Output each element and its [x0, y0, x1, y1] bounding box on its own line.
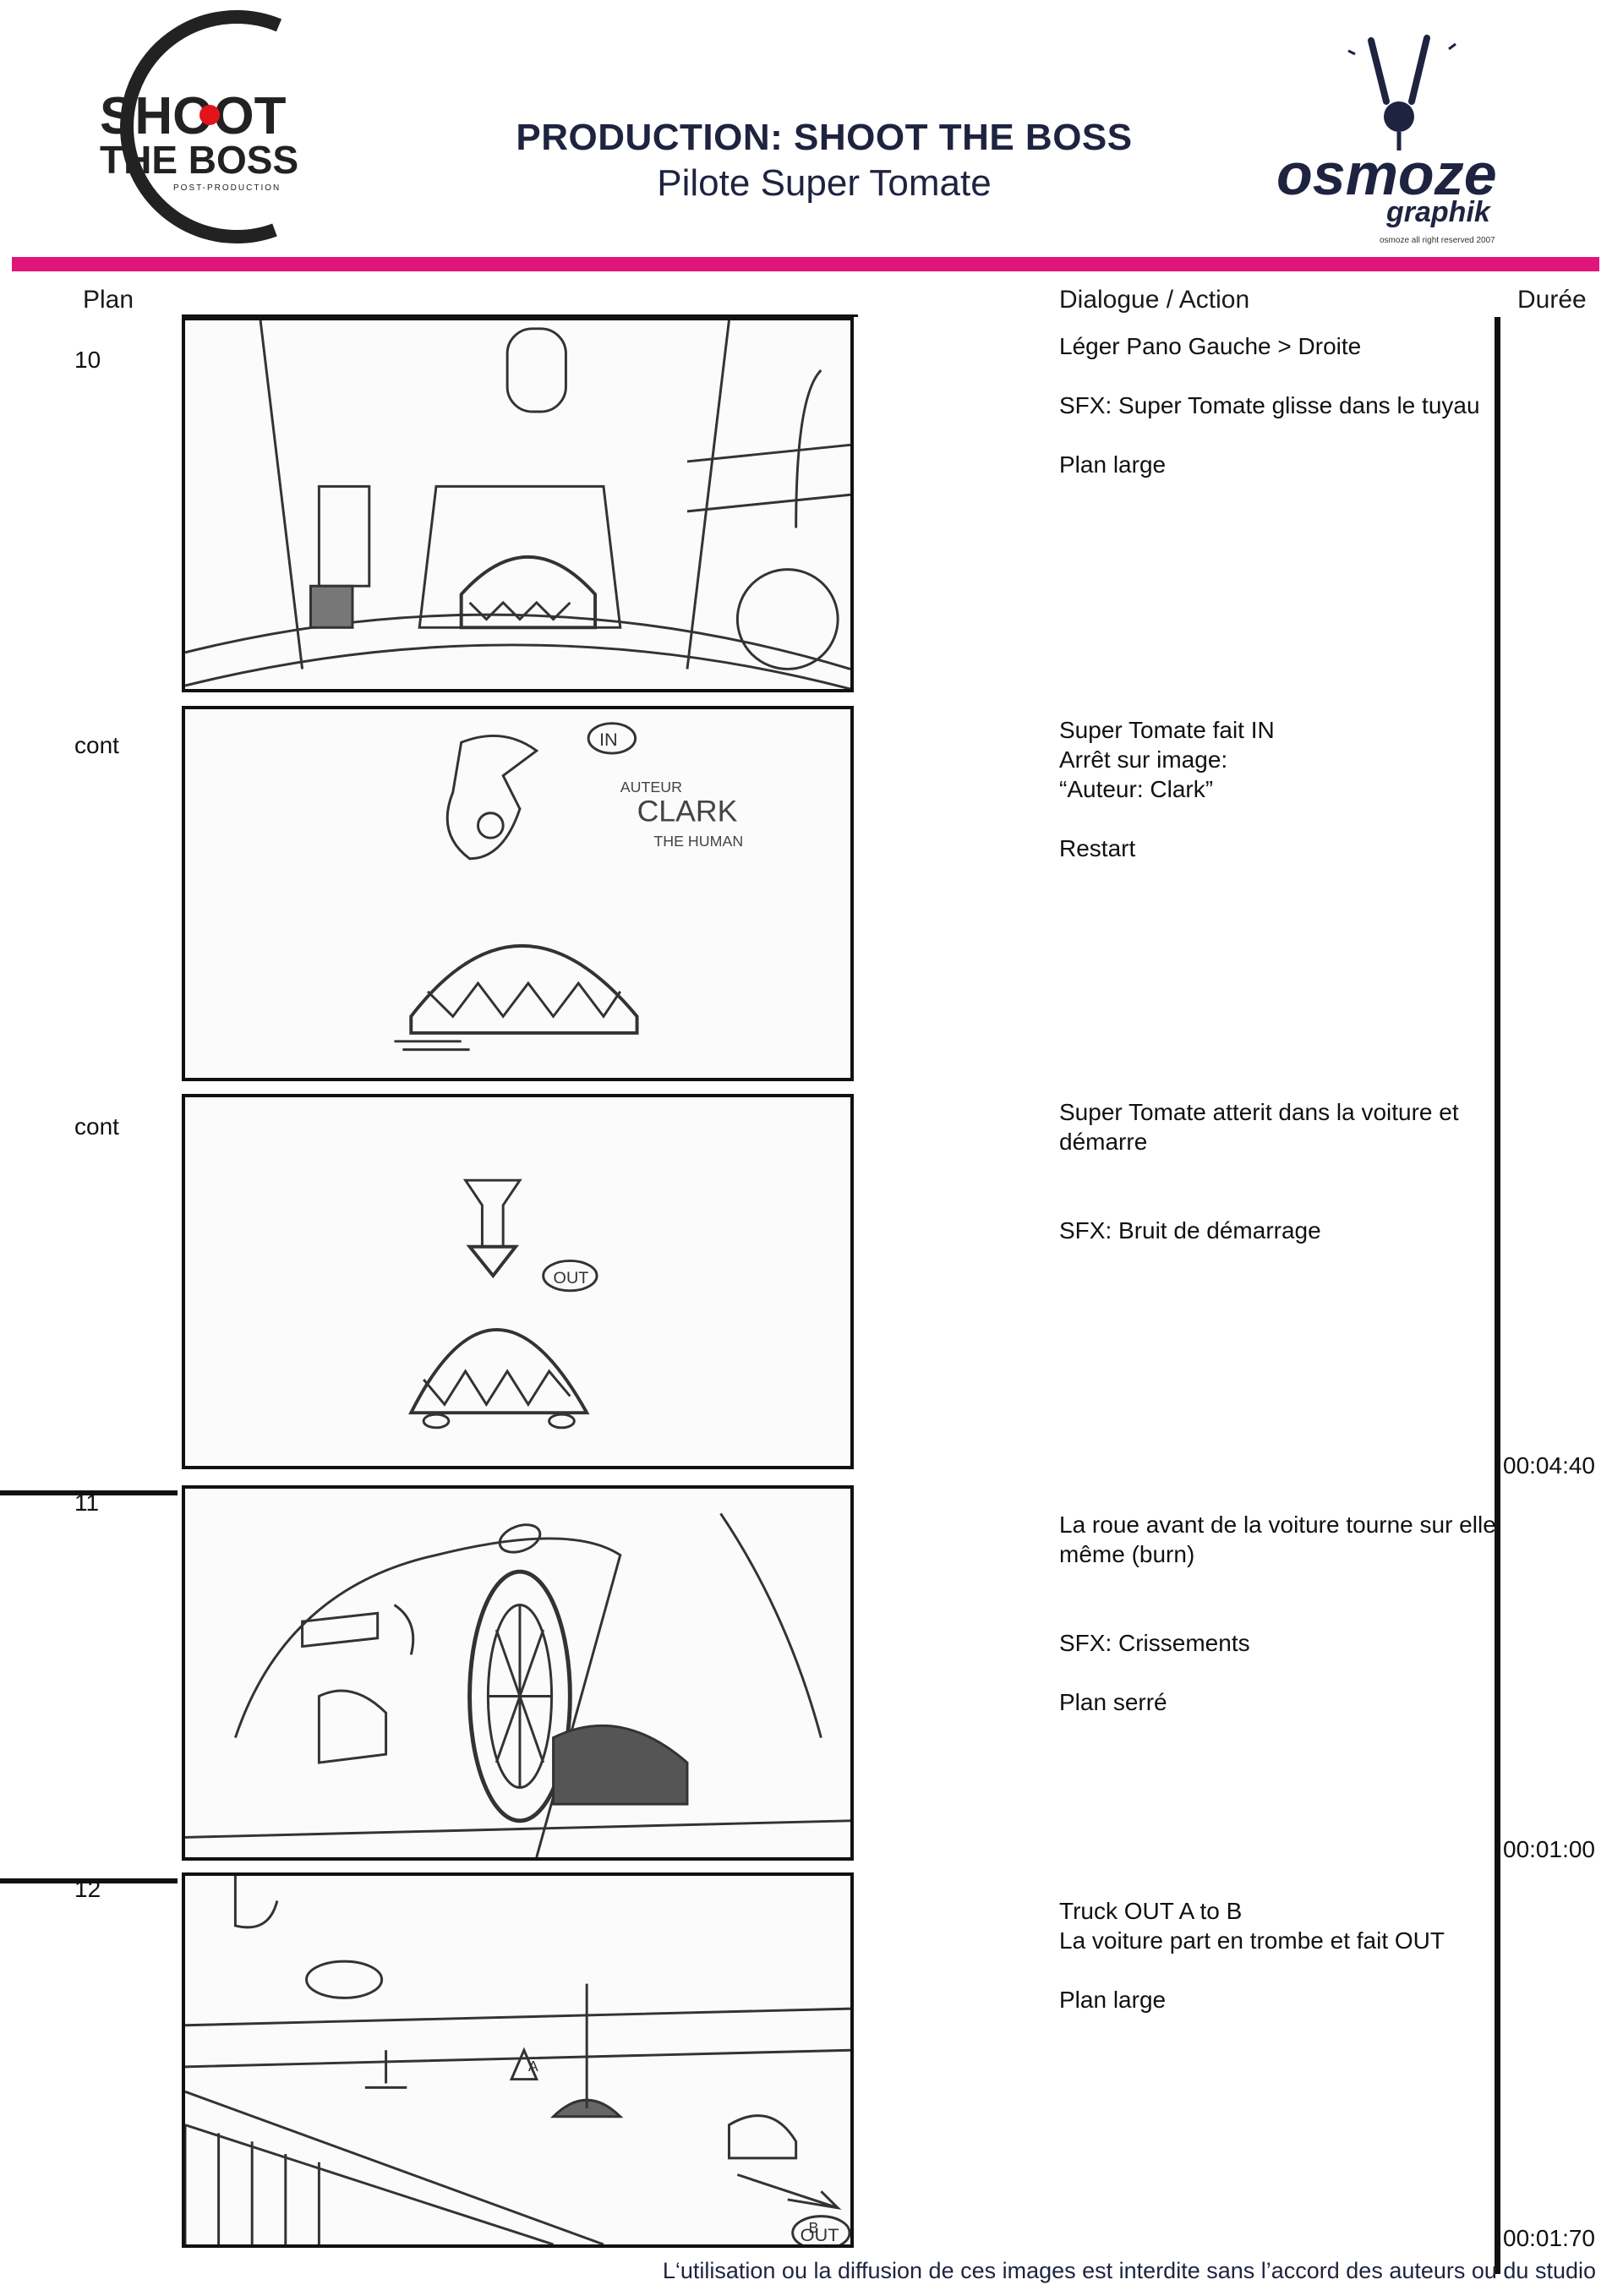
logo-tagline: POST-PRODUCTION: [173, 183, 281, 193]
graphik-text: graphik: [1385, 196, 1492, 228]
osmoze-graphik-logo: osmoze graphik: [1268, 17, 1522, 237]
note-the-human: THE HUMAN: [653, 833, 743, 850]
copyright-notice: osmoze all right reserved 2007: [1380, 236, 1495, 245]
shot-action: La roue avant de la voiture tourne sur e…: [1059, 1512, 1496, 1715]
in-badge: IN: [599, 729, 618, 750]
shot-number: cont: [74, 1113, 119, 1140]
duration-column-rule: [1495, 317, 1500, 2274]
shot-number: 11: [74, 1490, 100, 1516]
top-rule: [182, 314, 858, 317]
logo-red-dot: [199, 105, 220, 125]
shot-number: 12: [74, 1876, 101, 1902]
storyboard-panel-3: OUT: [182, 1094, 854, 1469]
column-header-dialogue: Dialogue / Action: [1059, 286, 1250, 314]
logo-the-boss-text: THE BOSS: [100, 138, 298, 182]
shot-duration: 00:01:00: [1503, 1836, 1595, 1862]
header-accent-bar: [12, 257, 1599, 271]
shot-duration: 00:01:70: [1503, 2225, 1595, 2251]
out-badge: OUT: [554, 1269, 589, 1287]
column-header-plan: Plan: [83, 286, 134, 314]
shot-action: Super Tomate fait IN Arrêt sur image: “A…: [1059, 717, 1275, 861]
logo-shoot-text: SHOOT: [100, 87, 287, 145]
shot-action: Truck OUT A to B La voiture part en trom…: [1059, 1898, 1445, 2013]
shot-action: Léger Pano Gauche > Droite SFX: Super To…: [1059, 333, 1480, 478]
production-subtitle: Pilote Super Tomate: [657, 162, 992, 204]
storyboard-panel-1: [182, 317, 854, 692]
shoot-the-boss-logo: SHOOT THE BOSS POST-PRODUCTION: [85, 8, 338, 245]
mark-b: B: [809, 2219, 819, 2236]
note-auteur: AUTEUR: [620, 779, 682, 795]
shot-separator: [0, 1490, 178, 1495]
shot-duration: 00:04:40: [1503, 1452, 1595, 1479]
storyboard-panel-4: [182, 1485, 854, 1861]
usage-disclaimer: L‘utilisation ou la diffusion de ces ima…: [662, 2258, 1596, 2283]
storyboard-panel-2: IN AUTEUR CLARK THE HUMAN: [182, 706, 854, 1081]
column-header-duree: Durée: [1517, 286, 1587, 314]
shot-separator: [0, 1878, 178, 1883]
storyboard-panel-5: OUT A B: [182, 1872, 854, 2248]
out-badge: OUT: [801, 2224, 839, 2244]
shot-number: cont: [74, 732, 119, 758]
osmoze-text: osmoze: [1276, 141, 1497, 207]
note-clark: CLARK: [637, 795, 738, 828]
shot-action: Super Tomate atterit dans la voiture et …: [1059, 1099, 1459, 1244]
shot-number: 10: [74, 347, 101, 373]
production-title: PRODUCTION: SHOOT THE BOSS: [516, 117, 1133, 158]
mark-a: A: [528, 2058, 538, 2075]
